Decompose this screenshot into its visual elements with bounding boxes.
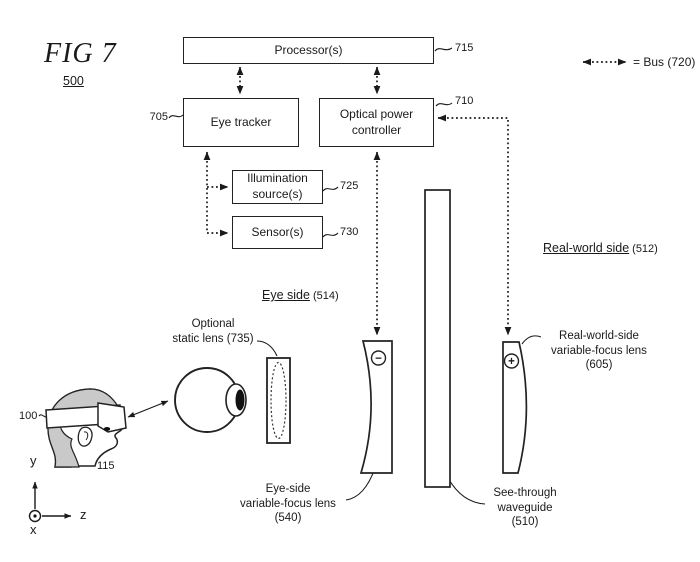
ref-725: 725 [340, 180, 359, 192]
leader-725 [322, 186, 339, 192]
bus-legend-label: = Bus (720) [633, 55, 696, 69]
processor-box-label: Processor(s) [274, 42, 343, 57]
pupil-shape [235, 389, 245, 411]
user-head-illustration [45, 388, 127, 468]
realworld-lens-line1: Real-world-side [559, 330, 639, 342]
minus-sign-icon [370, 350, 387, 366]
coordinate-axes [28, 481, 72, 523]
real-world-side-text: Real-world side [543, 241, 630, 255]
realworld-lens-label: Real-world-side variable-focus lens (605… [540, 329, 658, 373]
sensor-box-label: Sensor(s) [251, 224, 304, 239]
waveguide-shape [424, 189, 451, 488]
waveguide-label: See-through waveguide (510) [482, 486, 568, 530]
y-axis-label: y [30, 453, 37, 468]
optical-power-controller-box: Optical power controller [319, 98, 434, 147]
leader-705 [168, 114, 184, 119]
eyeside-lens-shape [359, 340, 393, 474]
bus-arrow-controller-realworld-lens [437, 114, 512, 336]
ref-100: 100 [19, 410, 38, 422]
real-world-side-region-label: Real-world side(512) [543, 241, 658, 255]
static-lens-label: Optional static lens (735) [163, 317, 263, 346]
eyeside-lens-label: Eye-side variable-focus lens (540) [231, 482, 345, 526]
ref-705: 705 [149, 111, 168, 123]
processor-box: Processor(s) [183, 37, 434, 64]
leader-realworld-lens [521, 335, 542, 345]
ear-inner-line [83, 431, 89, 441]
figure-ref: 500 [63, 74, 84, 88]
illumination-source-label: Illumination source(s) [247, 171, 308, 201]
plus-sign-icon [503, 353, 520, 369]
eye-mark [103, 427, 111, 431]
optical-power-controller-label: Optical power controller [339, 106, 414, 137]
static-lens-line2: static lens (735) [172, 332, 254, 345]
eye-tracker-box-label: Eye tracker [210, 114, 272, 129]
realworld-lens-shape [502, 341, 528, 474]
leader-static-lens [256, 340, 278, 357]
eye-side-region-label: Eye side(514) [262, 288, 339, 302]
waveguide-line2: waveguide [497, 501, 553, 514]
static-lens-line1: Optional [191, 318, 235, 330]
leader-715 [434, 47, 453, 52]
ref-710: 710 [455, 95, 474, 107]
eyeside-lens-line1: Eye-side [265, 483, 311, 495]
eyeside-lens-line2: variable-focus lens [240, 497, 336, 510]
ref-715: 715 [455, 42, 474, 54]
waveguide-line3: (510) [511, 516, 539, 529]
x-axis-label: x [30, 522, 37, 537]
illumination-source-box: Illumination source(s) [232, 170, 323, 204]
sensor-box: Sensor(s) [232, 216, 323, 249]
ear-shape [77, 426, 93, 447]
realworld-lens-sign: + [508, 356, 515, 368]
real-world-side-ref: (512) [632, 243, 658, 255]
waveguide-line1: See-through [493, 487, 557, 499]
ref-115: 115 [97, 460, 115, 472]
realworld-lens-line2: variable-focus lens [551, 344, 647, 357]
leader-730 [322, 232, 339, 238]
eye-side-text: Eye side [262, 288, 310, 302]
eyeside-lens-sign: − [375, 353, 382, 365]
x-axis-origin-dot [33, 514, 37, 518]
headset-visor-shape [97, 402, 127, 433]
eye-side-ref: (514) [312, 290, 339, 302]
static-lens-inner-contour [270, 361, 287, 440]
realworld-lens-line3: (605) [585, 359, 613, 372]
leader-710 [435, 102, 453, 107]
z-axis-label: z [80, 507, 87, 522]
figure-title: FIG 7 [44, 38, 117, 69]
eye-tracker-box: Eye tracker [183, 98, 299, 147]
ref-730: 730 [340, 226, 359, 238]
leader-waveguide [447, 477, 486, 505]
eyeside-lens-line3: (540) [274, 512, 302, 525]
head-to-eye-arrow [127, 400, 169, 418]
